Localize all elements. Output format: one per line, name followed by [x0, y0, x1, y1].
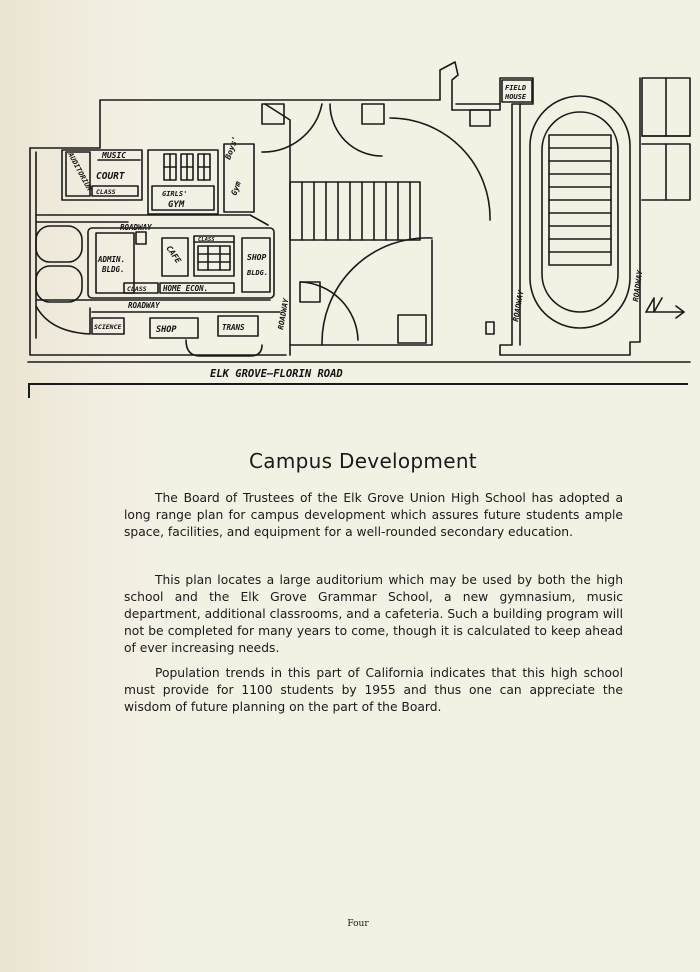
- admin-label-1: ADMIN.: [97, 255, 125, 264]
- shop-label: SHOP: [156, 325, 177, 335]
- girls-gym-label-1: GIRLS': [162, 190, 187, 198]
- class-label-middle: CLASS: [198, 237, 215, 243]
- cafe-label: CAFE: [164, 244, 183, 265]
- lower-field: [289, 237, 495, 346]
- north-arrow-icon: [645, 297, 685, 319]
- court-label: COURT: [96, 171, 125, 182]
- upper-field: [261, 103, 491, 221]
- science-label: SCIENCE: [94, 323, 121, 331]
- roadway-label-vertical-3: ROADWAY: [631, 269, 644, 302]
- roadway-label-vertical-2: ROADWAY: [511, 289, 525, 322]
- parking-left: [35, 225, 91, 335]
- upper-roadway: ROADWAY: [35, 214, 269, 232]
- field-house-label-2: HOUSE: [504, 93, 527, 101]
- page-title: Campus Development: [249, 449, 477, 473]
- shop-bldg-label-2: BLDG.: [246, 269, 268, 277]
- class-label-upper: CLASS: [96, 188, 116, 196]
- elk-grove-florin-road: ELK GROVE–FLORIN ROAD: [27, 361, 691, 380]
- middle-buildings: ADMIN. BLDG. CAFE CLASS SHOP BLDG. CLASS…: [87, 227, 275, 299]
- bottom-buildings: SCIENCE SHOP TRANS: [91, 315, 263, 357]
- roadway-label-lower: ROADWAY: [128, 301, 160, 310]
- running-track: [529, 95, 631, 329]
- boys-gym-label-2: Gym: [229, 180, 242, 197]
- road-label: ELK GROVE–FLORIN ROAD: [210, 368, 343, 380]
- roadway-label-vertical-1: ROADWAY: [276, 297, 290, 330]
- stands: [289, 181, 421, 241]
- shop-bldg-label-1: SHOP: [247, 253, 266, 262]
- page-number: Four: [347, 919, 369, 929]
- upper-buildings: MUSIC AUDITORIUM COURT CLASS GIRLS' GYM …: [61, 135, 255, 215]
- boys-gym-label-1: Boys': [223, 135, 240, 162]
- road-edge-line: [28, 383, 688, 385]
- campus-map: FIELD HOUSE MUSIC AUDITORIUM COURT CLASS…: [27, 61, 691, 380]
- left-margin-line: [28, 383, 30, 398]
- home-econ-label: HOME ECON.: [162, 284, 208, 293]
- field-house-label-1: FIELD: [505, 84, 526, 92]
- right-courts: [641, 77, 691, 201]
- girls-gym-label-2: GYM: [168, 200, 185, 210]
- music-label: MUSIC: [101, 151, 126, 160]
- field-house: FIELD HOUSE: [501, 79, 533, 103]
- paragraph-1: The Board of Trustees of the Elk Grove U…: [124, 491, 623, 539]
- class-label-lower: CLASS: [127, 285, 147, 293]
- trans-label: TRANS: [222, 323, 245, 332]
- admin-label-2: BLDG.: [101, 265, 125, 274]
- paragraph-3: Population trends in this part of Califo…: [124, 666, 623, 714]
- paragraph-2: This plan locates a large auditorium whi…: [124, 573, 623, 655]
